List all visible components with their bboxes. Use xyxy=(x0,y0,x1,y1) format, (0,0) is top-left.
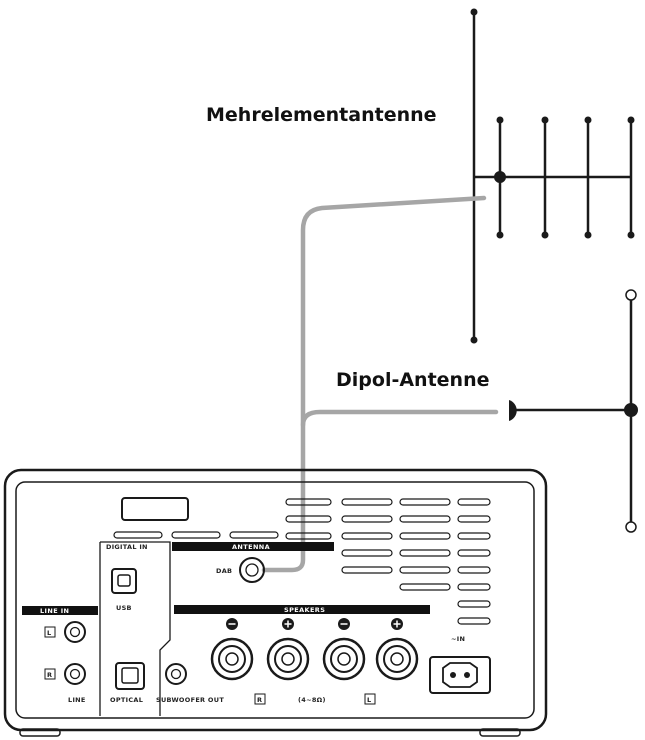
subwoofer-out-label: SUBWOOFER OUT xyxy=(156,696,224,704)
speaker-impedance-label: (4~8Ω) xyxy=(298,696,326,704)
ac-power-inlet xyxy=(429,656,491,694)
antenna-label: ANTENNA xyxy=(232,543,270,551)
dipole-antenna xyxy=(509,289,638,533)
usb-label: USB xyxy=(116,604,132,612)
power-in-label: ~IN xyxy=(451,635,465,643)
speaker-right-mark: R xyxy=(257,696,262,704)
antenna-cable xyxy=(261,195,487,573)
optical-label: OPTICAL xyxy=(110,696,143,704)
line-label: LINE xyxy=(68,696,86,704)
yagi-feed-point xyxy=(494,171,506,183)
antenna-cable-branch xyxy=(300,409,499,428)
dab-label: DAB xyxy=(216,567,232,575)
speaker-terminals xyxy=(210,618,419,681)
line-in-label: LINE IN xyxy=(40,607,69,615)
dipole-antenna-label: Dipol-Antenne xyxy=(336,369,489,391)
vent-slots xyxy=(113,498,491,625)
multi-element-antenna xyxy=(470,8,635,344)
dipole-connector xyxy=(509,400,517,421)
multi-element-antenna-label: Mehrelementantenne xyxy=(206,104,437,126)
dab-antenna-jack xyxy=(239,557,265,583)
digital-in-label: DIGITAL IN xyxy=(106,543,148,551)
speakers-label: SPEAKERS xyxy=(284,606,325,614)
line-in-left-jack xyxy=(64,621,86,643)
line-in-right-jack xyxy=(64,663,86,685)
dipole-feed-point xyxy=(624,403,638,417)
optical-port xyxy=(115,662,145,690)
line-left-mark: L xyxy=(47,629,51,637)
usb-port xyxy=(111,568,137,594)
speaker-left-mark: L xyxy=(367,696,371,704)
receiver-rear-panel: DIGITAL IN USB OPTICAL ANTENNA DAB LINE … xyxy=(3,468,548,737)
subwoofer-out-jack xyxy=(165,663,187,685)
line-right-mark: R xyxy=(47,671,52,679)
